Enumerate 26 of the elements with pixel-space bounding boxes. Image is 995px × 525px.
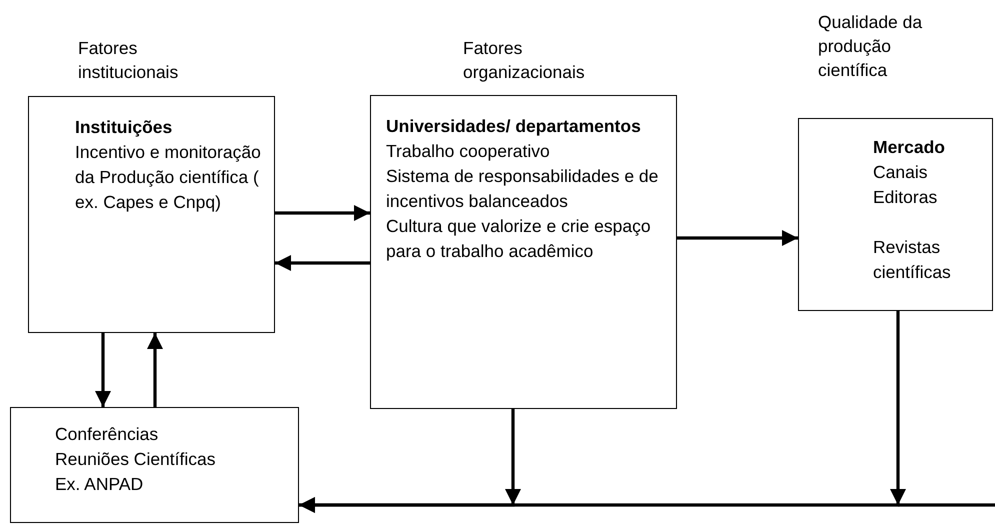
- process-box: [10, 407, 299, 523]
- box-heading: Instituições: [75, 116, 172, 139]
- factor-caption: Fatores institucionais: [78, 37, 180, 84]
- box-text: Conferências: [55, 423, 158, 446]
- box-heading: Mercado: [873, 136, 945, 159]
- box-text: Incentivo e monitoração da Produção científica ( ex. Capes e Cnpq): [75, 141, 262, 214]
- process-box: [370, 95, 677, 409]
- arrow: [275, 255, 370, 271]
- factor-caption: Qualidade da produção científica: [818, 11, 924, 82]
- arrow: [95, 333, 111, 407]
- box-text: Trabalho cooperativo: [386, 140, 550, 163]
- process-box: [798, 118, 993, 311]
- arrow: [299, 311, 906, 513]
- box-text: Editoras: [873, 186, 938, 209]
- box-text: Cultura que valorize e crie espaço para o trabalho acadêmico: [386, 215, 652, 263]
- box-text: Sistema de responsabilidades e de incentivos balanceados: [386, 165, 660, 213]
- box-text: Canais: [873, 161, 928, 184]
- box-text: Revistas científicas: [873, 236, 952, 284]
- box-text: Ex. ANPAD: [55, 473, 144, 496]
- process-box: [28, 96, 275, 333]
- factor-caption: Fatores organizacionais: [463, 37, 586, 84]
- box-heading: Universidades/ departamentos: [386, 115, 641, 138]
- box-text: Reuniões Científicas: [55, 448, 216, 471]
- arrow: [147, 333, 163, 407]
- arrow: [275, 205, 370, 221]
- arrow: [677, 230, 798, 246]
